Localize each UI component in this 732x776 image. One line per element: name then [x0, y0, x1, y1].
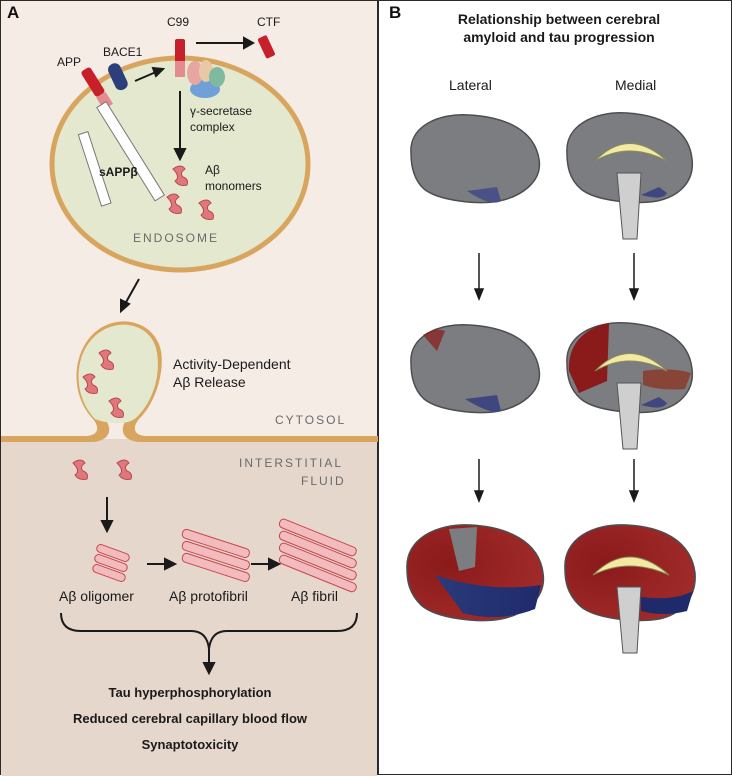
arrow-bace-to-c99 — [134, 71, 157, 82]
panel-b: B Relationship between cerebral amyloid … — [378, 0, 732, 775]
ab-fibril — [278, 518, 357, 593]
sappb-label: sAPPβ — [99, 165, 138, 179]
brain-lateral-stage2 — [410, 324, 541, 414]
ab-protofibril — [181, 528, 250, 583]
outcome-blood-flow: Reduced cerebral capillary blood flow — [72, 711, 308, 726]
brace — [60, 612, 358, 650]
panel-b-letter: B — [389, 3, 402, 22]
panel-a: A APP BACE1 C99 CTF γ-secretase complex … — [0, 0, 379, 776]
brain-medial-stage2 — [566, 322, 693, 450]
cytosol-label: CYTOSOL — [275, 413, 347, 427]
c99-label: C99 — [167, 15, 190, 29]
released-monomers — [72, 459, 132, 480]
brain-lateral-stage1 — [410, 114, 541, 204]
ab-monomers — [166, 165, 214, 220]
arrow-to-outcomes — [202, 649, 216, 676]
outcome-synaptotoxicity: Synaptotoxicity — [141, 737, 239, 752]
fluid-label: FLUID — [301, 474, 346, 488]
interstitial-fluid-region — [1, 439, 377, 776]
ctf-label: CTF — [257, 15, 281, 29]
panel-b-title-line2: amyloid and tau progression — [463, 29, 655, 45]
ab-release-label: Aβ Release — [173, 374, 246, 390]
monomers-label: monomers — [205, 179, 262, 193]
bace1-label: BACE1 — [103, 45, 143, 59]
activity-dependent-label: Activity-Dependent — [173, 356, 291, 372]
bace1-protein — [108, 63, 128, 91]
lateral-heading: Lateral — [449, 77, 492, 93]
endosome-label: ENDOSOME — [133, 231, 220, 245]
ab-label: Aβ — [205, 163, 220, 177]
medial-heading: Medial — [615, 77, 657, 93]
panel-b-diagram — [406, 112, 696, 654]
gamma-secretase-complex — [187, 60, 225, 98]
sappb-fragment — [77, 131, 112, 207]
vesicle — [78, 324, 158, 424]
brain-medial-stage1 — [566, 112, 693, 240]
panel-a-letter: A — [7, 3, 20, 22]
ctf-fragment — [257, 35, 275, 59]
complex-label: complex — [190, 120, 235, 134]
interstitial-label: INTERSTITIAL — [239, 456, 344, 470]
panel-a-diagram — [1, 35, 379, 676]
outcome-tau: Tau hyperphosphorylation — [108, 685, 272, 700]
oligomer-label: Aβ oligomer — [59, 588, 134, 604]
brain-lateral-stage3 — [406, 524, 545, 622]
brain-medial-stage3 — [564, 524, 696, 654]
protofibril-label: Aβ protofibril — [169, 588, 248, 604]
ab-oligomer — [92, 544, 130, 582]
arrow-endosome-to-vesicle — [120, 278, 140, 314]
gamma-secretase-label: γ-secretase — [190, 104, 253, 118]
app-label: APP — [57, 55, 82, 69]
panel-b-title-line1: Relationship between cerebral — [457, 11, 661, 27]
fibril-label: Aβ fibril — [291, 588, 338, 604]
sappb-rod — [96, 101, 166, 202]
c99-protein — [175, 39, 185, 77]
vesicle-monomers — [82, 349, 124, 418]
